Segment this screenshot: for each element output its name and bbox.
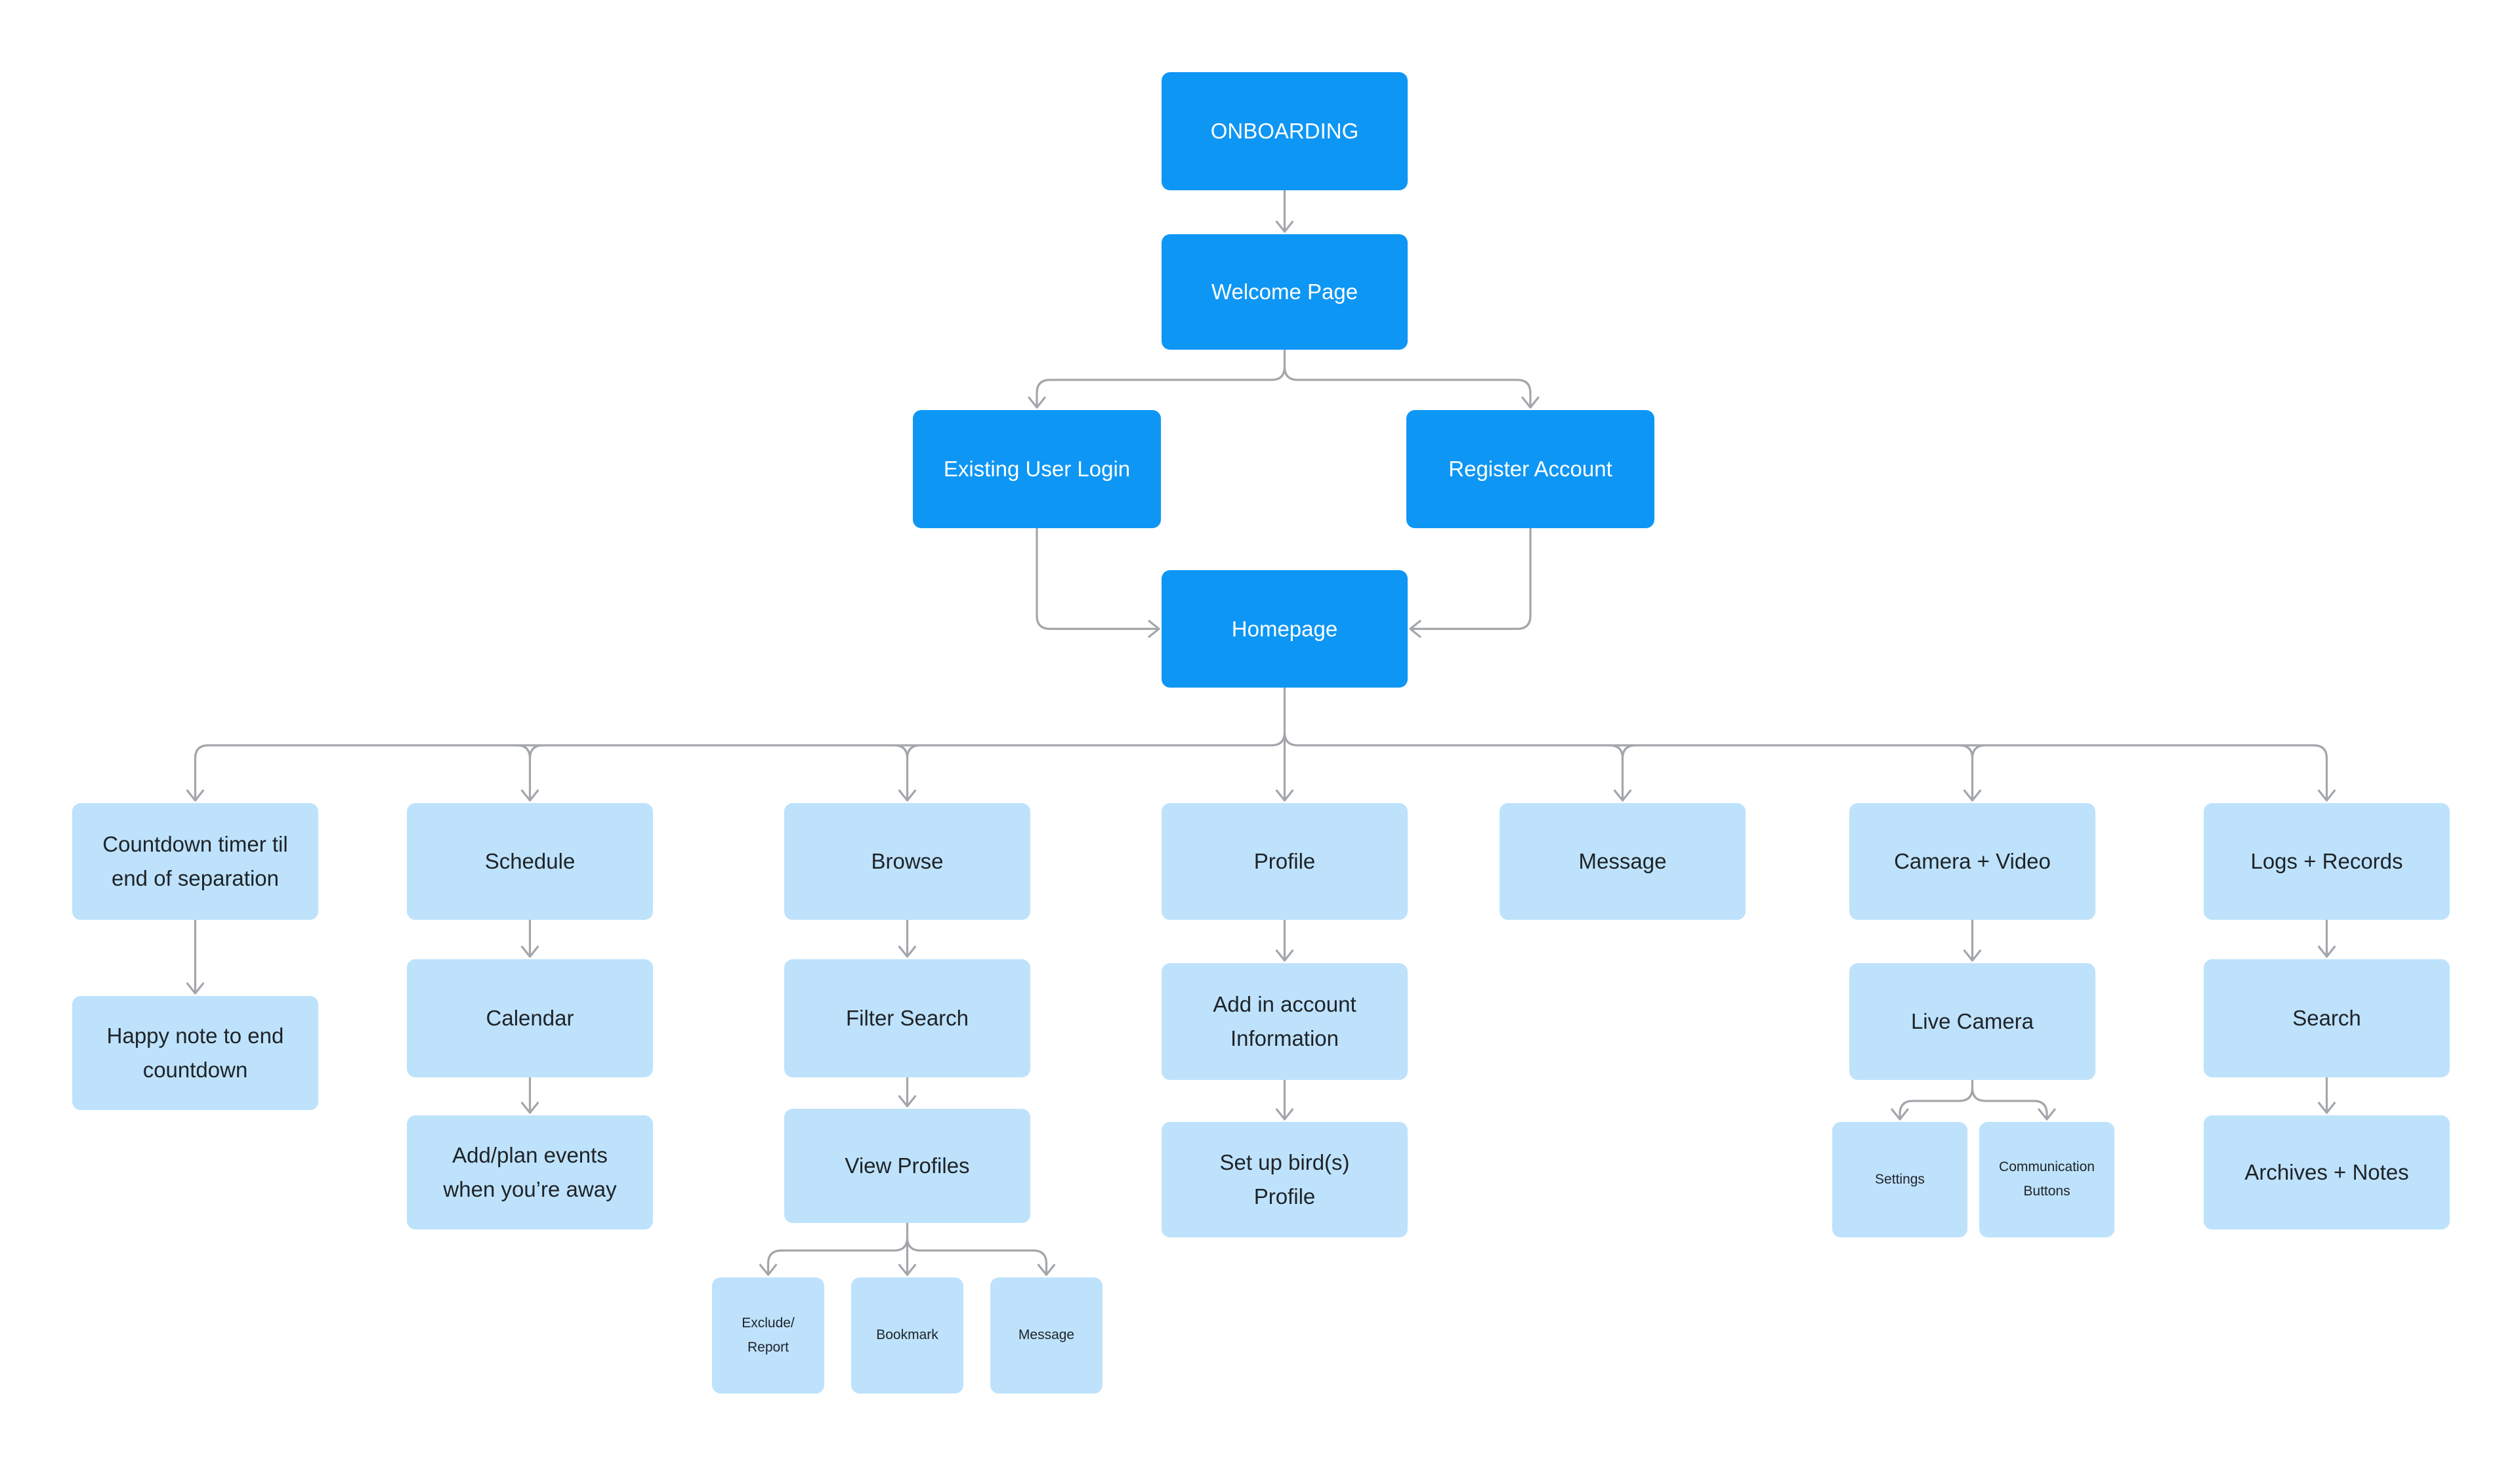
node-schedule[interactable]: Schedule (407, 803, 653, 920)
connector (520, 919, 539, 958)
connector (1275, 919, 1294, 962)
connector (1275, 189, 1294, 233)
node-message[interactable]: Message (1500, 803, 1746, 920)
onboarding-label: ONBOARDING (1210, 119, 1359, 144)
node-search[interactable]: Search (2204, 959, 2450, 1077)
happy-note-label: Happy note to end countdown (106, 1023, 284, 1082)
schedule-label: Schedule (484, 848, 576, 873)
connector (1275, 1079, 1294, 1121)
node-exclude-report[interactable]: Exclude/ Report (712, 1277, 824, 1394)
node-bookmark[interactable]: Bookmark (851, 1277, 963, 1394)
node-logs-records[interactable]: Logs + Records (2204, 803, 2450, 920)
add-plan-events-label: Add/plan events when you’re away (443, 1142, 617, 1201)
connector (759, 1222, 1056, 1276)
view-profiles-label: View Profiles (845, 1153, 970, 1178)
connector (1891, 1079, 2056, 1121)
node-camera-settings[interactable]: Settings (1832, 1122, 1967, 1237)
browse-label: Browse (871, 848, 944, 873)
connector (1036, 527, 1160, 638)
node-happy-note[interactable]: Happy note to end countdown (72, 996, 318, 1110)
account-info-label: Add in account Information (1213, 991, 1356, 1050)
exclude-report-label: Exclude/ Report (742, 1315, 795, 1355)
node-register-account[interactable]: Register Account (1406, 410, 1654, 528)
existing-login-label: Existing User Login (943, 457, 1131, 482)
logs-records-label: Logs + Records (2250, 848, 2403, 873)
node-calendar[interactable]: Calendar (407, 959, 653, 1077)
node-account-info[interactable]: Add in account Information (1162, 963, 1408, 1080)
node-filter-search[interactable]: Filter Search (784, 959, 1030, 1077)
message-action-label: Message (1018, 1327, 1075, 1343)
node-welcome-page[interactable]: Welcome Page (1162, 234, 1408, 350)
node-countdown-timer[interactable]: Countdown timer til end of separation (72, 803, 318, 920)
connector (2317, 919, 2336, 958)
camera-settings-label: Settings (1875, 1171, 1925, 1187)
connector (898, 919, 917, 958)
node-add-plan-events[interactable]: Add/plan events when you’re away (407, 1115, 653, 1230)
filter-search-label: Filter Search (845, 1005, 969, 1030)
connector (186, 686, 2336, 802)
node-existing-login[interactable]: Existing User Login (913, 410, 1161, 528)
connector (2317, 1076, 2336, 1114)
node-live-camera[interactable]: Live Camera (1849, 963, 2095, 1080)
connector (1028, 348, 1540, 409)
node-homepage[interactable]: Homepage (1162, 570, 1408, 688)
node-bird-profile[interactable]: Set up bird(s) Profile (1162, 1122, 1408, 1237)
node-view-profiles[interactable]: View Profiles (784, 1109, 1030, 1223)
countdown-timer-label: Countdown timer til end of separation (102, 831, 288, 890)
node-browse[interactable]: Browse (784, 803, 1030, 920)
connector (1409, 527, 1532, 638)
live-camera-label: Live Camera (1910, 1008, 2034, 1033)
node-onboarding[interactable]: ONBOARDING (1162, 72, 1408, 190)
message-label: Message (1578, 848, 1667, 873)
node-archives-notes[interactable]: Archives + Notes (2204, 1115, 2450, 1230)
bird-profile-label: Set up bird(s) Profile (1219, 1149, 1350, 1209)
bookmark-label: Bookmark (876, 1327, 938, 1343)
node-message-action[interactable]: Message (990, 1277, 1102, 1394)
node-profile[interactable]: Profile (1162, 803, 1408, 920)
connector (898, 1076, 917, 1107)
archives-notes-label: Archives + Notes (2244, 1159, 2409, 1184)
connector (520, 1076, 539, 1114)
welcome-page-label: Welcome Page (1211, 279, 1358, 304)
homepage-label: Homepage (1231, 616, 1338, 641)
node-comm-buttons[interactable]: Communication Buttons (1979, 1122, 2114, 1237)
search-label: Search (2292, 1005, 2361, 1030)
comm-buttons-label: Communication Buttons (1999, 1159, 2095, 1199)
calendar-label: Calendar (486, 1005, 574, 1030)
connector (1963, 919, 1982, 962)
profile-label: Profile (1253, 848, 1316, 873)
connector (186, 919, 205, 995)
register-account-label: Register Account (1448, 457, 1612, 482)
camera-video-label: Camera + Video (1894, 848, 2051, 873)
node-camera-video[interactable]: Camera + Video (1849, 803, 2095, 920)
